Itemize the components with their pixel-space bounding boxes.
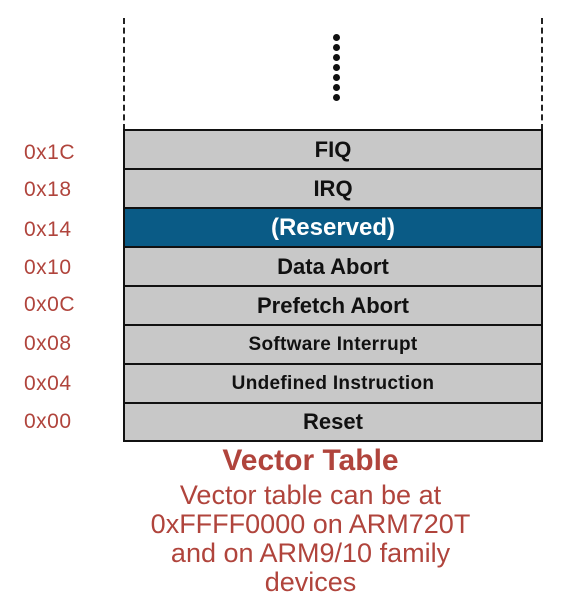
caption-line: 0xFFFF0000 on ARM720T [150,509,471,539]
vector-entry-software-interrupt: Software Interrupt [125,326,541,365]
vector-entry-undefined-instruction: Undefined Instruction [125,365,541,404]
vector-table: FIQ IRQ (Reserved) Data Abort Prefetch A… [123,129,543,442]
ellipsis-dots-icon [333,34,341,104]
caption-line: Vector table can be at [179,480,442,510]
vector-entry-fiq: FIQ [125,131,541,170]
vector-entry-reset: Reset [303,409,363,434]
caption-line: and on ARM9/10 family [170,538,451,568]
address-label-0x18: 0x18 [24,178,72,201]
address-label-0x00: 0x00 [24,410,72,433]
address-label-0x10: 0x10 [24,256,72,279]
address-label-0x0c: 0x0C [24,293,76,316]
caption-body: Vector table can be at 0xFFFF0000 on ARM… [0,481,581,597]
vector-entry-reserved: (Reserved) [125,209,541,248]
vector-entry-irq: IRQ [125,170,541,209]
address-label-0x14: 0x14 [24,218,72,241]
continuation-dashed-line-left [123,18,125,130]
address-label-0x08: 0x08 [24,332,72,355]
address-label-0x04: 0x04 [24,372,72,395]
continuation-dashed-line-right [541,18,543,130]
vector-entry-prefetch-abort: Prefetch Abort [125,287,541,326]
caption-title: Vector Table [222,444,399,477]
address-label-0x1c: 0x1C [24,141,76,164]
vector-entry-data-abort: Data Abort [125,248,541,287]
caption-line: devices [264,567,357,597]
